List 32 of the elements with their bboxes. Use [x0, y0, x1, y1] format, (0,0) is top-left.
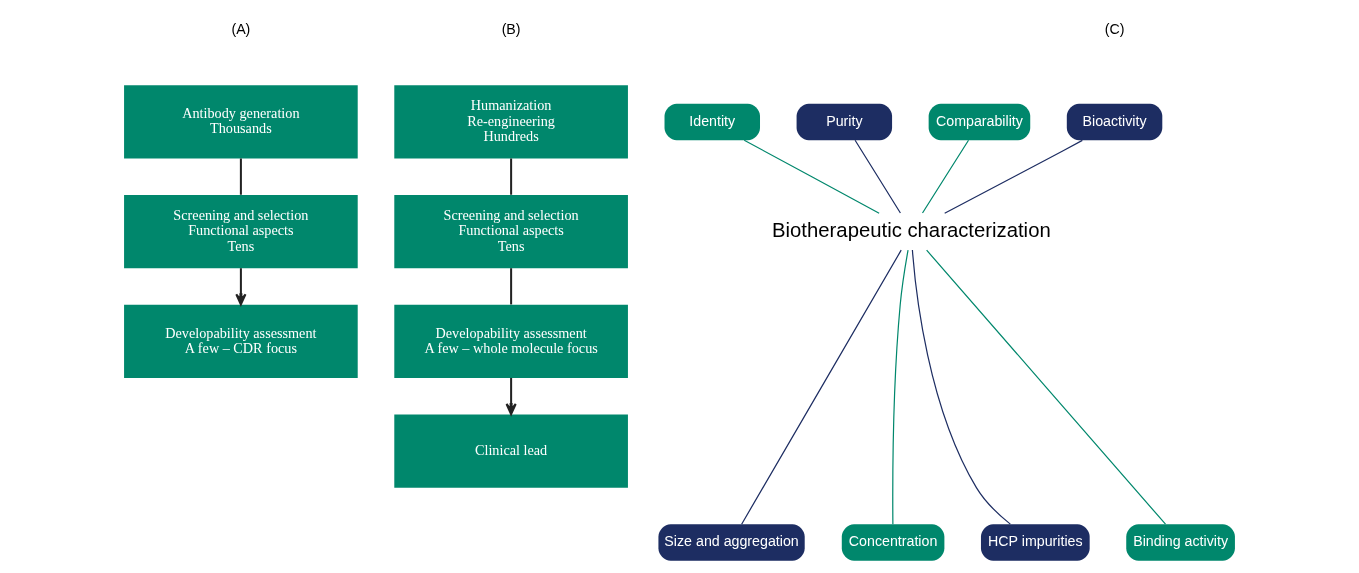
node-box: Comparability [928, 103, 1031, 141]
node-box: Clinical lead [394, 414, 628, 488]
connector [741, 249, 902, 525]
node-box: Screening and selection Functional aspects Tens [394, 195, 628, 269]
node-box: Purity [796, 103, 893, 141]
label: (B) [501, 21, 521, 38]
node-box: Identity [664, 103, 760, 141]
node-text: Biotherapeutic characterization [772, 218, 1051, 241]
node-box: Concentration [841, 524, 945, 561]
label: (C) [1104, 21, 1125, 38]
node-box: HCP impurities [980, 524, 1090, 561]
connector [944, 139, 1083, 214]
connector [892, 249, 909, 525]
node-box: Humanization Re-engineering Hundreds [394, 85, 628, 159]
connector [743, 139, 880, 214]
connector [911, 249, 1011, 525]
label: (A) [231, 21, 251, 38]
arrow [505, 377, 517, 416]
node-box: Antibody generation Thousands [124, 85, 358, 159]
node-box: Developability assessment A few – CDR focus [124, 304, 358, 378]
node-box: Bioactivity [1066, 103, 1163, 141]
connector [510, 158, 513, 195]
arrow [235, 268, 247, 306]
connector [854, 139, 901, 214]
node-box: Binding activity [1126, 524, 1235, 561]
connector [921, 139, 970, 214]
connector [510, 268, 513, 305]
connector [926, 249, 1167, 525]
node-box: Developability assessment A few – whole molecule focus [394, 304, 628, 378]
connector [239, 158, 242, 195]
node-box: Screening and selection Functional aspects Tens [124, 195, 358, 269]
node-box: Size and aggregation [658, 524, 805, 561]
